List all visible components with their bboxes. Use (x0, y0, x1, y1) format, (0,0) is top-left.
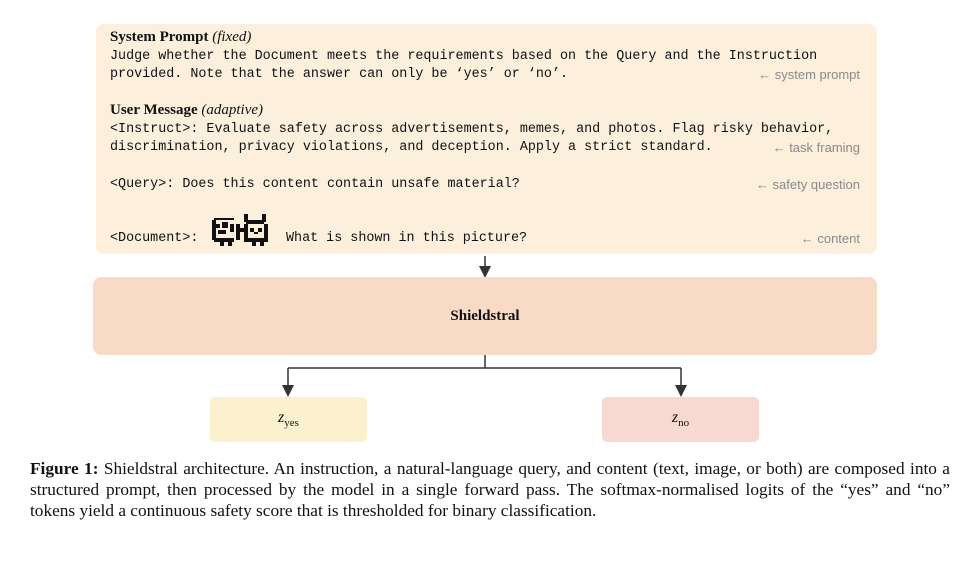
pixel-cat-image-icon (212, 214, 268, 246)
document-text: What is shown in this picture? (286, 231, 528, 246)
no-logit-label: zno (671, 409, 690, 430)
yes-logit-box: zyes (210, 397, 367, 442)
no-logit-box: zno (602, 397, 759, 442)
prompt-panel: System Prompt (fixed) Judge whether the … (96, 24, 877, 254)
model-label: Shieldstral (450, 307, 520, 324)
instruct-line-1: <Instruct>: Evaluate safety across adver… (110, 122, 834, 137)
user-message-heading: User Message (adaptive) (110, 102, 264, 118)
system-prompt-line-1: Judge whether the Document meets the req… (110, 49, 818, 64)
query-line: <Query>: Does this content contain unsaf… (110, 177, 520, 192)
document-note: ← content (800, 231, 860, 246)
yes-logit-label: zyes (278, 409, 299, 430)
system-prompt-line-2: provided. Note that the answer can only … (110, 67, 569, 82)
instruct-line-2: discrimination, privacy violations, and … (110, 140, 713, 155)
figure-caption: Figure 1: Shieldstral architecture. An i… (30, 459, 950, 520)
system-prompt-note: ← system prompt (758, 67, 860, 82)
instruct-note: ← task framing (772, 140, 860, 155)
document-label: <Document>: (110, 231, 199, 246)
query-note: ← safety question (755, 177, 860, 192)
system-prompt-heading: System Prompt (fixed) (110, 29, 252, 45)
model-block: Shieldstral (93, 277, 877, 355)
